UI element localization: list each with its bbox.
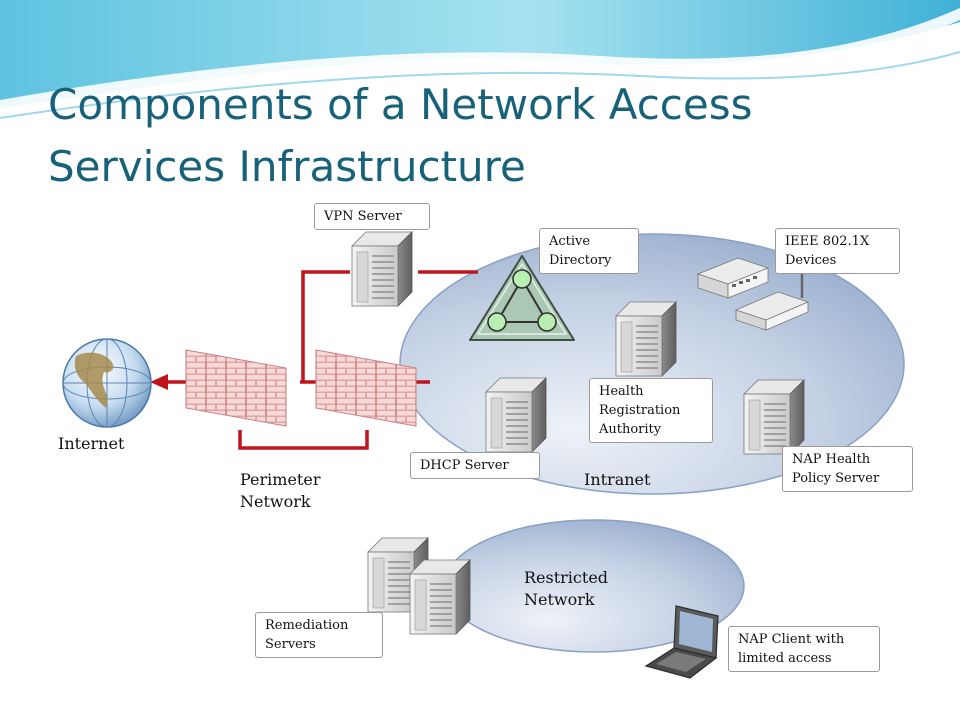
label-line: Restricted (524, 568, 609, 587)
firewall-icon (185, 349, 287, 427)
callout-line: Health (599, 384, 644, 399)
remediation-servers-callout: Remediation Servers (255, 612, 383, 658)
label-line: Intranet (584, 470, 651, 489)
nap-client-callout: NAP Client with limited access (728, 626, 880, 672)
active-directory-callout: Active Directory (539, 228, 639, 274)
restricted-network-label: Restricted Network (524, 567, 608, 611)
label-line: Network (240, 492, 311, 511)
laptop-icon (644, 605, 719, 679)
callout-line: NAP Health (792, 452, 871, 467)
callout-line: Devices (785, 253, 837, 268)
callout-line: VPN Server (324, 209, 402, 224)
callout-line: Policy Server (792, 471, 880, 486)
callout-line: limited access (738, 651, 832, 666)
health-registration-authority-callout: Health Registration Authority (589, 378, 713, 443)
nap-health-policy-server-callout: NAP Health Policy Server (782, 446, 913, 492)
perimeter-network-label: Perimeter Network (240, 469, 320, 513)
label-line: Internet (58, 434, 125, 453)
vpn-server-callout: VPN Server (314, 203, 430, 230)
page-title-line-1: Components of a Network Access (48, 80, 753, 129)
page-title: Components of a Network Access Services … (48, 74, 928, 198)
server-icon (743, 379, 805, 455)
callout-line: DHCP Server (420, 458, 509, 473)
active-directory-icon (469, 255, 575, 341)
server-icon (485, 377, 547, 453)
callout-line: Remediation (265, 618, 349, 633)
callout-line: Registration (599, 403, 681, 418)
internet-label: Internet (58, 433, 124, 455)
server-icon (409, 559, 471, 635)
label-line: Network (524, 590, 595, 609)
callout-line: IEEE 802.1X (785, 234, 870, 249)
callout-line: Active (549, 234, 591, 249)
callout-line: Directory (549, 253, 612, 268)
label-line: Perimeter (240, 470, 321, 489)
header-wave-highlight (0, 8, 960, 112)
server-icon (351, 231, 413, 307)
dhcp-server-callout: DHCP Server (410, 452, 540, 479)
globe-icon (62, 338, 152, 428)
intranet-label: Intranet (584, 469, 650, 491)
ieee-802-1x-devices-callout: IEEE 802.1X Devices (775, 228, 900, 274)
header-wave-line (0, 51, 960, 119)
switch-icon (696, 257, 770, 299)
callout-line: NAP Client with (738, 632, 845, 647)
internet-arrowhead (150, 374, 168, 390)
page-title-line-2: Services Infrastructure (48, 142, 526, 191)
wireless-access-point-icon (734, 270, 810, 331)
server-icon (615, 301, 677, 377)
callout-line: Servers (265, 637, 316, 652)
callout-line: Authority (599, 422, 662, 437)
